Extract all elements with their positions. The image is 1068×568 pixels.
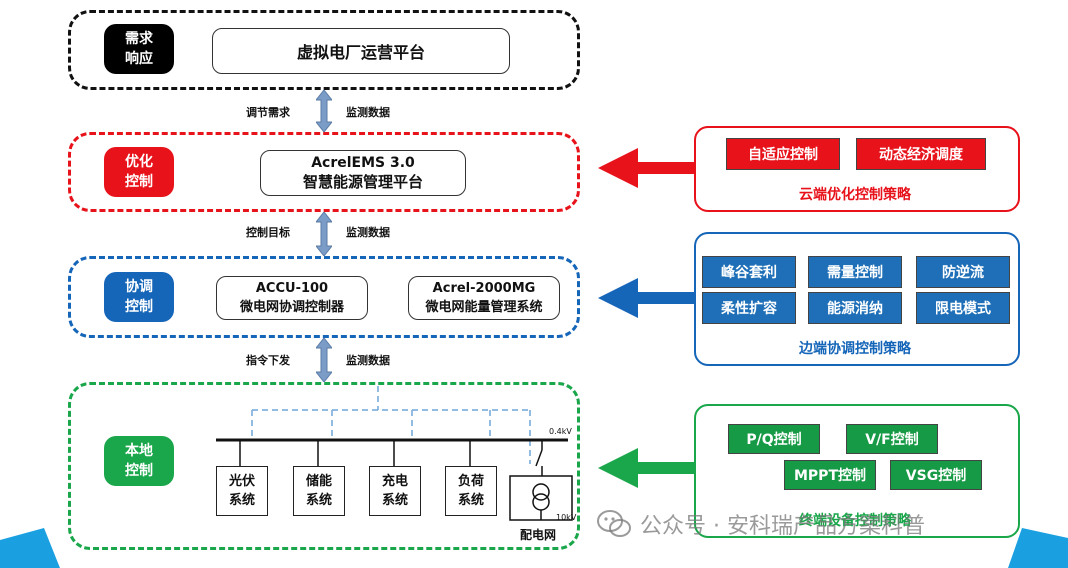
blue-left-arrow xyxy=(598,278,696,318)
edge-strategy-title: 边端协调控制策略 xyxy=(799,341,911,357)
voltage-10kv-label: 10kV xyxy=(556,513,577,522)
vpp-platform-label: 虚拟电厂运营平台 xyxy=(296,43,425,62)
updown-arrow-1 xyxy=(316,90,332,132)
local-wiring-diagram xyxy=(216,386,573,521)
watermark-text: 公众号 · 安科瑞产品方案科普 xyxy=(640,514,925,539)
voltage-04kv-label: 0.4kV xyxy=(549,427,572,436)
arrow1-right-label: 监测数据 xyxy=(346,106,390,119)
updown-arrow-2 xyxy=(316,212,332,256)
distribution-grid-label: 配电网 xyxy=(520,528,557,542)
cloud-tag-dispatch: 动态经济调度 xyxy=(856,138,986,170)
terminal-tag-vf: V/F控制 xyxy=(846,424,938,454)
acrel-ems-box: Acrel-2000MG 微电网能量管理系统 xyxy=(408,276,560,320)
demand-response-badge: 需求 响应 xyxy=(104,24,174,74)
arrow3-left-label: 指令下发 xyxy=(246,354,290,367)
edge-tag-limit: 限电模式 xyxy=(916,292,1010,324)
bottom-right-decoration xyxy=(1008,528,1068,568)
local-layer xyxy=(68,382,580,550)
terminal-tag-mppt: MPPT控制 xyxy=(784,460,876,490)
bottom-left-decoration xyxy=(0,528,60,568)
edge-tag-peak-valley: 峰谷套利 xyxy=(702,256,796,288)
pv-system-box: 光伏 系统 xyxy=(216,466,268,516)
ems-platform-name: AcrelEMS 3.0 xyxy=(311,154,415,171)
green-left-arrow xyxy=(598,448,696,488)
coordinate-layer xyxy=(68,256,580,338)
arrow2-left-label: 控制目标 xyxy=(246,226,290,239)
local-control-badge: 本地 控制 xyxy=(104,436,174,486)
red-left-arrow xyxy=(598,148,696,188)
terminal-tag-vsg: VSG控制 xyxy=(890,460,982,490)
cloud-tag-adaptive: 自适应控制 xyxy=(726,138,840,170)
edge-tag-consume: 能源消纳 xyxy=(808,292,902,324)
acrel-desc: 微电网能量管理系统 xyxy=(425,300,543,315)
cloud-strategy-title: 云端优化控制策略 xyxy=(799,187,911,203)
optimize-control-badge: 优化 控制 xyxy=(104,147,174,197)
coordinate-control-badge: 协调 控制 xyxy=(104,272,174,322)
arrow2-right-label: 监测数据 xyxy=(346,226,390,239)
arrow1-left-label: 调节需求 xyxy=(246,106,290,119)
updown-arrow-3 xyxy=(316,338,332,382)
storage-system-box: 储能 系统 xyxy=(293,466,345,516)
optimize-layer xyxy=(68,132,580,212)
watermark: 公众号 · 安科瑞产品方案科普 xyxy=(596,508,925,540)
edge-tag-anti-reverse: 防逆流 xyxy=(916,256,1010,288)
terminal-strategy-title: 终端设备控制策略 xyxy=(799,513,911,529)
ems-platform-box: AcrelEMS 3.0 智慧能源管理平台 xyxy=(260,150,466,196)
demand-layer xyxy=(68,10,580,90)
accu-desc: 微电网协调控制器 xyxy=(239,300,344,315)
accu-model: ACCU-100 xyxy=(255,281,329,296)
wechat-icon xyxy=(597,510,631,537)
edge-tag-demand: 需量控制 xyxy=(808,256,902,288)
edge-tag-flex-expand: 柔性扩容 xyxy=(702,292,796,324)
vpp-platform-box: 虚拟电厂运营平台 xyxy=(212,28,510,74)
terminal-tag-pq: P/Q控制 xyxy=(728,424,820,454)
charging-system-box: 充电 系统 xyxy=(369,466,421,516)
accu-controller-box: ACCU-100 微电网协调控制器 xyxy=(216,276,368,320)
acrel-model: Acrel-2000MG xyxy=(432,281,536,296)
arrow3-right-label: 监测数据 xyxy=(346,354,390,367)
load-system-box: 负荷 系统 xyxy=(445,466,497,516)
ems-platform-desc: 智慧能源管理平台 xyxy=(302,172,423,191)
